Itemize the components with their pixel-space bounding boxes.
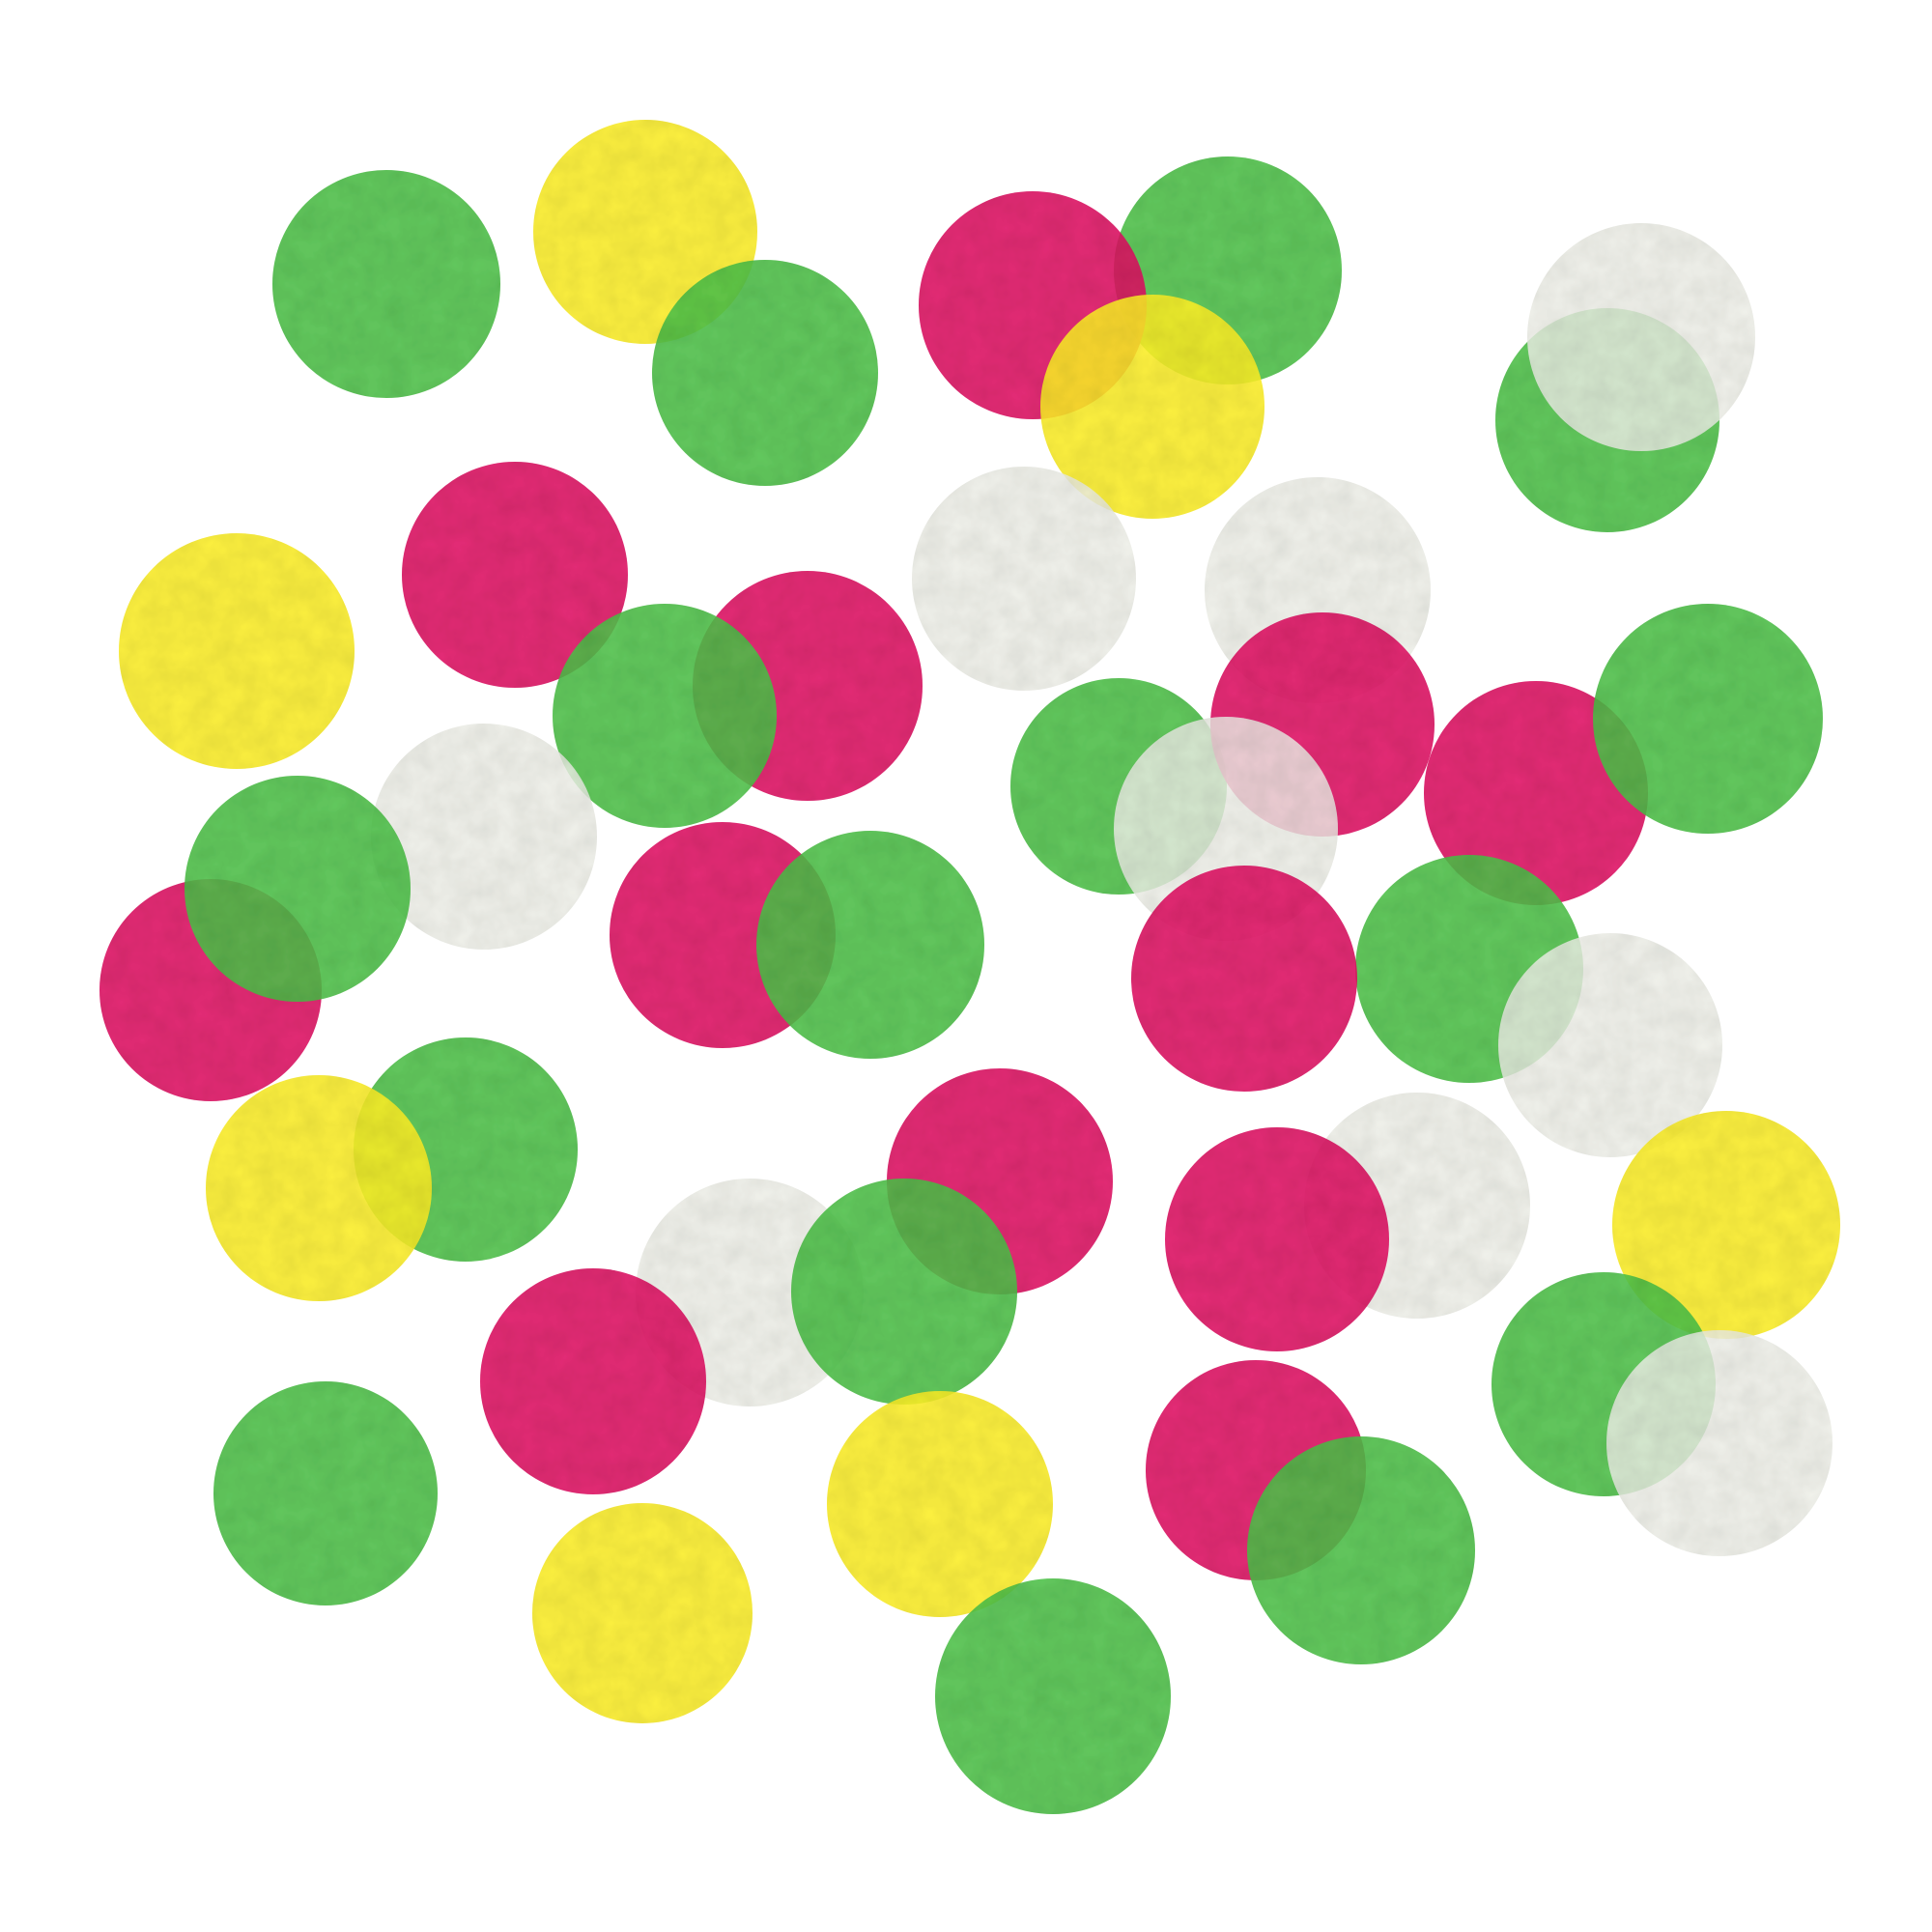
confetti-green-circle [652,260,878,486]
confetti-white-circle [1606,1330,1833,1556]
confetti-pink-circle [402,462,628,688]
confetti-layer [99,120,1840,1814]
confetti-white-circle [1527,223,1755,451]
confetti-pink-circle [480,1268,706,1494]
confetti-white-circle [1498,933,1722,1157]
confetti-green-circle [1247,1436,1475,1664]
confetti-pink-circle [1165,1127,1389,1351]
confetti-pink-circle [1131,866,1357,1092]
confetti-green-circle [1593,604,1823,834]
confetti-green-circle [213,1381,438,1605]
confetti-yellow-circle [532,1503,753,1723]
confetti-yellow-circle [206,1075,432,1301]
confetti-green-circle [272,170,500,398]
confetti-green-circle [553,604,777,828]
confetti-green-circle [791,1179,1017,1405]
confetti-white-circle [912,467,1136,691]
confetti-yellow-circle [827,1391,1053,1617]
confetti-green-circle [756,831,984,1059]
confetti-yellow-circle [1612,1111,1840,1339]
confetti-yellow-circle [1040,295,1264,519]
confetti-yellow-circle [119,533,355,769]
confetti-green-circle [185,776,411,1002]
confetti-green-circle [935,1578,1171,1814]
confetti-white-circle [371,724,597,950]
confetti-pink-circle [1424,681,1648,905]
